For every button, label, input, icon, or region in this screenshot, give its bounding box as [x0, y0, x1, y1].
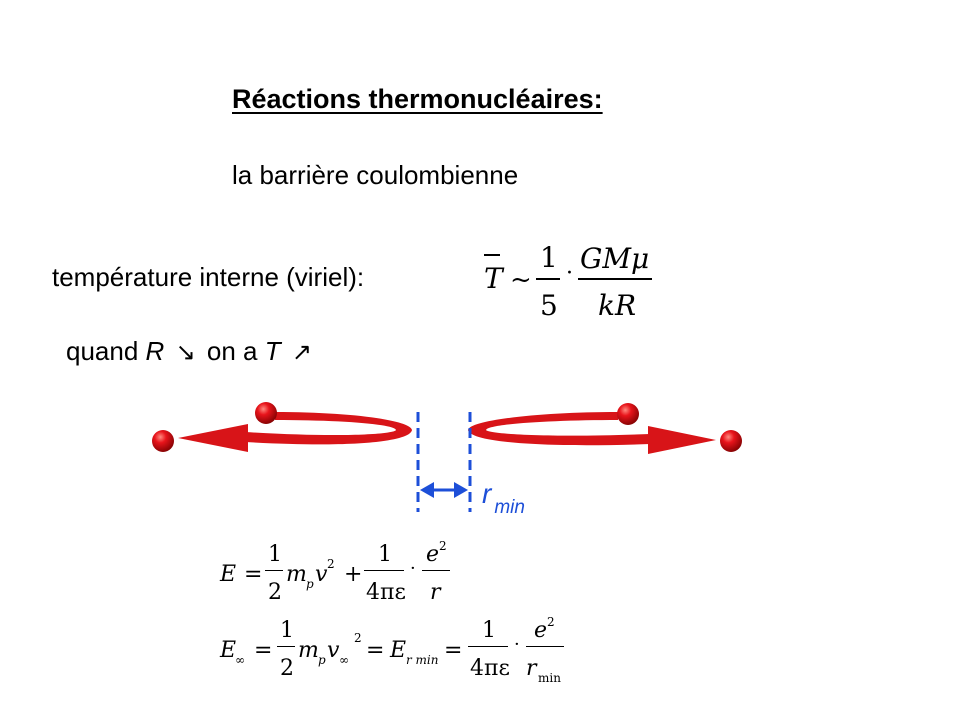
radius-symbol: R — [145, 336, 165, 366]
equals-symbol: = — [244, 562, 263, 587]
on-a-text: on a — [206, 336, 258, 366]
rmin-double-arrow — [420, 482, 468, 498]
sim-symbol: ~ — [510, 265, 532, 295]
fraction-bar — [578, 278, 652, 280]
slide-title: Réactions thermonucléaires: — [232, 84, 603, 114]
proton-subscript: p — [306, 577, 314, 591]
infinity-subscript: ∞ — [339, 653, 349, 667]
radius-symbol: r — [526, 656, 537, 681]
plus-symbol: + — [344, 562, 363, 587]
proton-subscript: p — [318, 653, 326, 667]
frac-denominator: kR — [598, 289, 637, 322]
e-symbol: E — [220, 562, 237, 587]
half-numerator: 1 — [268, 542, 282, 567]
velocity-symbol: v — [315, 562, 328, 587]
slide-subtitle: la barrière coulombienne — [232, 160, 519, 190]
particle-right-outer — [720, 430, 742, 452]
half-denominator: 2 — [268, 580, 282, 605]
e-symbol: E — [220, 638, 237, 663]
four-pi-epsilon: 4πε — [366, 580, 406, 605]
fraction-bar — [277, 646, 295, 648]
frac-numerator: GMμ — [580, 242, 650, 275]
infinity-subscript: ∞ — [235, 653, 245, 667]
rmin-subscript: r min — [406, 653, 439, 667]
coulomb-numerator: 1 — [378, 542, 392, 567]
quand-text: quand — [66, 336, 139, 366]
temperature-label: température interne (viriel): — [52, 262, 365, 292]
contraction-statement: quand R ↘ on a T ↗ — [66, 336, 316, 367]
frac-five: 5 — [540, 289, 558, 322]
dot-symbol: · — [566, 261, 573, 286]
left-trajectory-arrow — [178, 412, 412, 452]
fraction-bar — [265, 570, 283, 572]
mass-symbol: m — [298, 638, 319, 663]
e-rmin-symbol: E — [390, 638, 407, 663]
particle-left-inner — [255, 402, 277, 424]
t-symbol: T — [484, 262, 503, 295]
frac-one: 1 — [540, 241, 558, 274]
energy-formula: E = 1 2 m p v 2 + 1 4πε · e 2 r — [220, 540, 470, 610]
equals-symbol: = — [444, 638, 463, 663]
fraction-bar — [526, 646, 564, 648]
fraction-bar — [364, 570, 404, 572]
fraction-bar — [422, 570, 450, 572]
dot-symbol: · — [514, 634, 520, 655]
radius-symbol: r — [430, 580, 441, 605]
half-denominator: 2 — [280, 656, 294, 681]
fraction-bar — [468, 646, 508, 648]
charge-symbol: e — [534, 618, 548, 643]
dot-symbol: · — [410, 558, 416, 579]
right-trajectory-arrow — [468, 412, 716, 454]
particle-left-outer — [152, 430, 174, 452]
particle-right-inner — [617, 403, 639, 425]
arrow-down-icon: ↘ — [175, 339, 196, 366]
mass-symbol: m — [286, 562, 307, 587]
min-subscript: min — [538, 671, 561, 685]
temperature-symbol: T — [264, 336, 281, 366]
charge-symbol: e — [426, 542, 440, 567]
virial-temperature-formula: T ~ 1 5 · GMμ kR — [480, 240, 680, 324]
square-exponent: 2 — [439, 539, 447, 553]
equals-symbol: = — [254, 638, 273, 663]
half-numerator: 1 — [280, 618, 294, 643]
equals-symbol: = — [366, 638, 385, 663]
four-pi-epsilon: 4πε — [470, 656, 510, 681]
coulomb-numerator: 1 — [482, 618, 496, 643]
rmin-sub: min — [494, 497, 525, 518]
square-exponent: 2 — [547, 615, 555, 629]
rmin-r: r — [482, 478, 492, 509]
mean-bar — [484, 254, 500, 256]
arrow-up-icon: ↗ — [291, 339, 312, 366]
square-exponent: 2 — [327, 557, 335, 571]
fraction-bar — [536, 278, 560, 280]
infinity-energy-formula: E ∞ = 1 2 m p v ∞ 2 = E r min = 1 4πε · … — [220, 616, 580, 688]
velocity-symbol: v — [327, 638, 340, 663]
square-exponent: 2 — [354, 631, 362, 645]
